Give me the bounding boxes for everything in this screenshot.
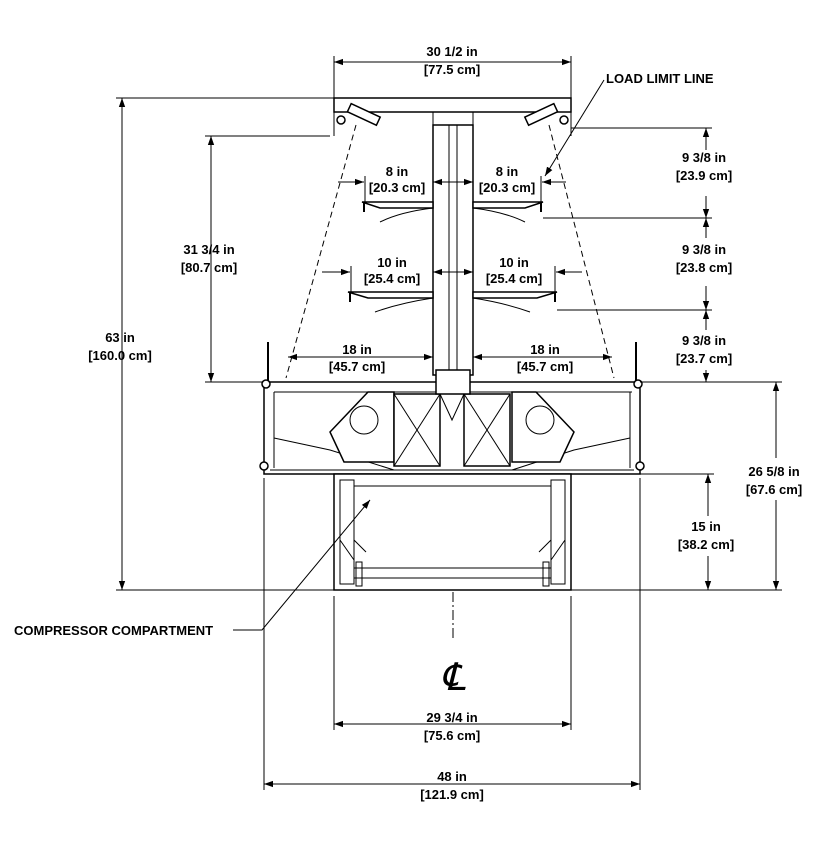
dim-base-height-cm: [67.6 cm] bbox=[746, 482, 802, 497]
dim-spacing-top-in: 9 3/8 in bbox=[682, 150, 726, 165]
dim-base-width-in: 29 3/4 in bbox=[426, 710, 477, 725]
dim-shelf2-left-in: 10 in bbox=[377, 255, 407, 270]
dim-overall-height-in: 63 in bbox=[105, 330, 135, 345]
dim-upper-height-cm: [80.7 cm] bbox=[181, 260, 237, 275]
dim-spacing-bottom-cm: [23.7 cm] bbox=[676, 351, 732, 366]
compressor-compartment bbox=[333, 473, 572, 591]
dim-top-width-cm: [77.5 cm] bbox=[424, 62, 480, 77]
dim-shelf1-left-in: 8 in bbox=[386, 164, 408, 179]
fan-right-icon bbox=[511, 391, 575, 463]
shelf-1 bbox=[361, 201, 544, 223]
dim-shelf1-left-cm: [20.3 cm] bbox=[369, 180, 425, 195]
dimension-labels: 30 1/2 in [77.5 cm] 8 in [20.3 cm] 8 in … bbox=[88, 44, 802, 802]
dim-compartment-height-in: 15 in bbox=[691, 519, 721, 534]
dim-upper-height-in: 31 3/4 in bbox=[183, 242, 234, 257]
dim-spacing-mid-in: 9 3/8 in bbox=[682, 242, 726, 257]
dim-compartment-height-cm: [38.2 cm] bbox=[678, 537, 734, 552]
load-limit-line-right bbox=[548, 124, 615, 379]
dim-overall-height-cm: [160.0 cm] bbox=[88, 348, 152, 363]
dim-overall-width-in: 48 in bbox=[437, 769, 467, 784]
dim-spacing-mid-cm: [23.8 cm] bbox=[676, 260, 732, 275]
dim-top-width-in: 30 1/2 in bbox=[426, 44, 477, 59]
dim-deck-right-cm: [45.7 cm] bbox=[517, 359, 573, 374]
dim-base-width-cm: [75.6 cm] bbox=[424, 728, 480, 743]
dim-deck-left-cm: [45.7 cm] bbox=[329, 359, 385, 374]
dimension-lines bbox=[116, 56, 782, 790]
dim-deck-left-in: 18 in bbox=[342, 342, 372, 357]
dim-overall-width-cm: [121.9 cm] bbox=[420, 787, 484, 802]
base-tub bbox=[259, 342, 645, 475]
dim-shelf1-right-cm: [20.3 cm] bbox=[479, 180, 535, 195]
center-column bbox=[432, 124, 474, 376]
coil-right-icon bbox=[463, 393, 511, 467]
shelf-2 bbox=[347, 291, 558, 313]
light-right-icon bbox=[523, 102, 569, 127]
dim-shelf1-right-in: 8 in bbox=[496, 164, 518, 179]
coil-left-icon bbox=[393, 393, 441, 467]
dim-spacing-top-cm: [23.9 cm] bbox=[676, 168, 732, 183]
load-limit-callout: LOAD LIMIT LINE bbox=[606, 71, 714, 86]
compressor-callout: COMPRESSOR COMPARTMENT bbox=[14, 623, 213, 638]
canopy bbox=[333, 97, 572, 113]
dim-base-height-in: 26 5/8 in bbox=[748, 464, 799, 479]
light-left-icon bbox=[336, 102, 382, 127]
fixture-structure bbox=[259, 97, 645, 640]
dim-shelf2-left-cm: [25.4 cm] bbox=[364, 271, 420, 286]
callout-leaders bbox=[233, 79, 605, 631]
centerline-symbol-icon: ℄ bbox=[441, 655, 466, 699]
dim-spacing-bottom-in: 9 3/8 in bbox=[682, 333, 726, 348]
dim-shelf2-right-cm: [25.4 cm] bbox=[486, 271, 542, 286]
dim-shelf2-right-in: 10 in bbox=[499, 255, 529, 270]
load-limit-line-left bbox=[285, 124, 357, 379]
dim-deck-right-in: 18 in bbox=[530, 342, 560, 357]
